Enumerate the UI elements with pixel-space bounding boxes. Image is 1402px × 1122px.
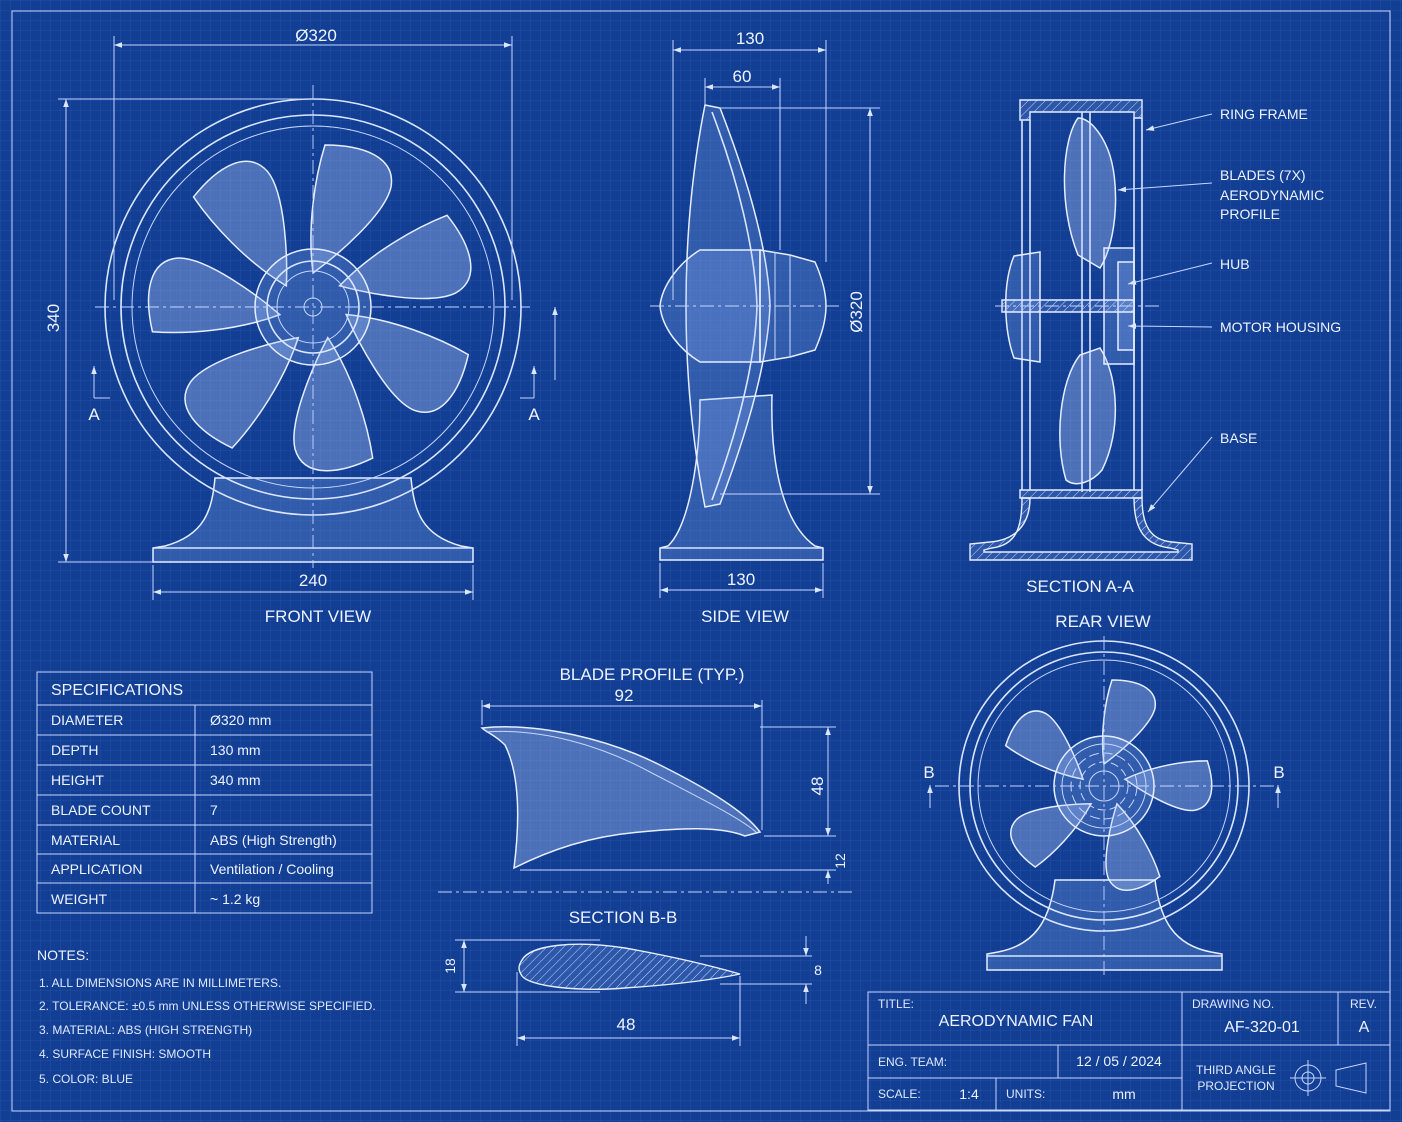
spec-label: APPLICATION <box>51 861 143 877</box>
rev-value: A <box>1359 1019 1370 1036</box>
projection-line2: PROJECTION <box>1197 1079 1274 1093</box>
front-view-labels: Ø320 340 240 A A FRONT VIEW <box>44 26 540 626</box>
title-label: TITLE: <box>878 997 914 1011</box>
callout-hub: HUB <box>1220 256 1250 272</box>
side-view-title: SIDE VIEW <box>701 607 789 626</box>
callout-motor-housing: MOTOR HOUSING <box>1220 319 1341 335</box>
bb-tip-label: 8 <box>814 962 822 978</box>
spec-label: DEPTH <box>51 742 98 758</box>
sheet-border <box>11 10 1391 1112</box>
section-mark-a-left: A <box>88 405 100 424</box>
side-base <box>659 394 824 561</box>
section-ring-top <box>1019 99 1143 121</box>
spec-label: MATERIAL <box>51 832 120 848</box>
section-mark-a-right: A <box>528 405 540 424</box>
spec-value: Ventilation / Cooling <box>210 861 334 877</box>
section-shaft <box>1001 299 1135 313</box>
blade-root-label: 12 <box>832 853 848 869</box>
front-view-title: FRONT VIEW <box>265 607 371 626</box>
note-item: 2. TOLERANCE: ±0.5 mm UNLESS OTHERWISE S… <box>39 999 376 1013</box>
section-aa-title: SECTION A-A <box>1026 577 1134 596</box>
side-diameter-label: Ø320 <box>847 291 866 333</box>
projection-line1: THIRD ANGLE <box>1196 1063 1276 1077</box>
bb-thickness-label: 18 <box>442 958 458 974</box>
callout-blades-line3: PROFILE <box>1220 206 1280 222</box>
scale-label: SCALE: <box>878 1087 921 1101</box>
blade-profile-title: BLADE PROFILE (TYP.) <box>560 665 745 684</box>
section-aa-labels: RING FRAME BLADES (7X) AERODYNAMIC PROFI… <box>923 106 1341 782</box>
side-depth-label: 130 <box>736 29 764 48</box>
side-view <box>650 104 840 561</box>
spec-value: ABS (High Strength) <box>210 832 337 848</box>
rear-base <box>986 879 1223 971</box>
section-aa-view <box>969 99 1193 561</box>
title-block <box>867 991 1391 1111</box>
spec-label: WEIGHT <box>51 891 107 907</box>
side-hub-label: 60 <box>733 67 752 86</box>
scale-value: 1:4 <box>959 1086 979 1102</box>
front-height-label: 340 <box>44 304 63 332</box>
blade-profile-view <box>438 700 852 893</box>
section-blade-lower <box>1059 347 1116 485</box>
title-value: AERODYNAMIC FAN <box>939 1013 1094 1030</box>
blade-labels: BLADE PROFILE (TYP.) 92 48 12 SECTION B-… <box>442 665 848 1034</box>
side-base-width-label: 130 <box>727 570 755 589</box>
side-view-labels: 130 60 Ø320 130 SIDE VIEW <box>701 29 866 626</box>
spec-value: ~ 1.2 kg <box>210 891 260 907</box>
section-base <box>969 497 1193 561</box>
section-blade-upper <box>1063 117 1117 270</box>
callout-blades-line2: AERODYNAMIC <box>1220 187 1324 203</box>
drawing-no-value: AF-320-01 <box>1224 1019 1300 1036</box>
callout-base: BASE <box>1220 430 1257 446</box>
airfoil-section <box>518 943 741 990</box>
eng-team-label: ENG. TEAM: <box>878 1055 947 1069</box>
side-dimensions <box>659 40 880 598</box>
spec-value: 7 <box>210 802 218 818</box>
blade-profile-shape <box>480 726 762 870</box>
bb-chord-label: 48 <box>617 1015 636 1034</box>
notes: NOTES: 1. ALL DIMENSIONS ARE IN MILLIMET… <box>37 947 376 1086</box>
title-block-text: TITLE: AERODYNAMIC FAN DRAWING NO. AF-32… <box>878 997 1377 1102</box>
specifications-title: SPECIFICATIONS <box>51 682 183 699</box>
spec-label: HEIGHT <box>51 772 104 788</box>
spec-value: Ø320 mm <box>210 712 271 728</box>
callout-ring-frame: RING FRAME <box>1220 106 1308 122</box>
blade-length-label: 92 <box>615 686 634 705</box>
front-base-width-label: 240 <box>299 571 327 590</box>
spec-value: 130 mm <box>210 742 261 758</box>
rev-label: REV. <box>1350 997 1377 1011</box>
section-mark-b-right: B <box>1273 763 1284 782</box>
section-mark-b-left: B <box>923 763 934 782</box>
specifications-table <box>36 671 373 914</box>
front-diameter-label: Ø320 <box>295 26 337 45</box>
rear-view-title: REAR VIEW <box>1055 612 1150 631</box>
rear-view <box>927 636 1281 978</box>
units-value: mm <box>1112 1086 1135 1102</box>
section-bb-view <box>455 936 812 1046</box>
note-item: 3. MATERIAL: ABS (HIGH STRENGTH) <box>39 1023 252 1037</box>
spec-value: 340 mm <box>210 772 261 788</box>
blade-height-label: 48 <box>808 777 827 796</box>
date-value: 12 / 05 / 2024 <box>1076 1053 1162 1069</box>
notes-title: NOTES: <box>37 947 89 963</box>
callout-blades-line1: BLADES (7X) <box>1220 167 1306 183</box>
front-dimensions <box>58 36 558 600</box>
projection-symbol-cone-icon <box>1335 1062 1367 1094</box>
note-item: 1. ALL DIMENSIONS ARE IN MILLIMETERS. <box>39 976 281 990</box>
specifications-text: SPECIFICATIONS DIAMETER Ø320 mm DEPTH 13… <box>51 682 337 907</box>
drawing-no-label: DRAWING NO. <box>1192 997 1274 1011</box>
spec-label: BLADE COUNT <box>51 802 151 818</box>
units-label: UNITS: <box>1006 1087 1045 1101</box>
note-item: 5. COLOR: BLUE <box>39 1072 133 1086</box>
front-view <box>95 85 530 568</box>
section-aa-leaders <box>1117 113 1213 513</box>
spec-label: DIAMETER <box>51 712 123 728</box>
note-item: 4. SURFACE FINISH: SMOOTH <box>39 1047 211 1061</box>
section-bb-title: SECTION B-B <box>569 908 678 927</box>
